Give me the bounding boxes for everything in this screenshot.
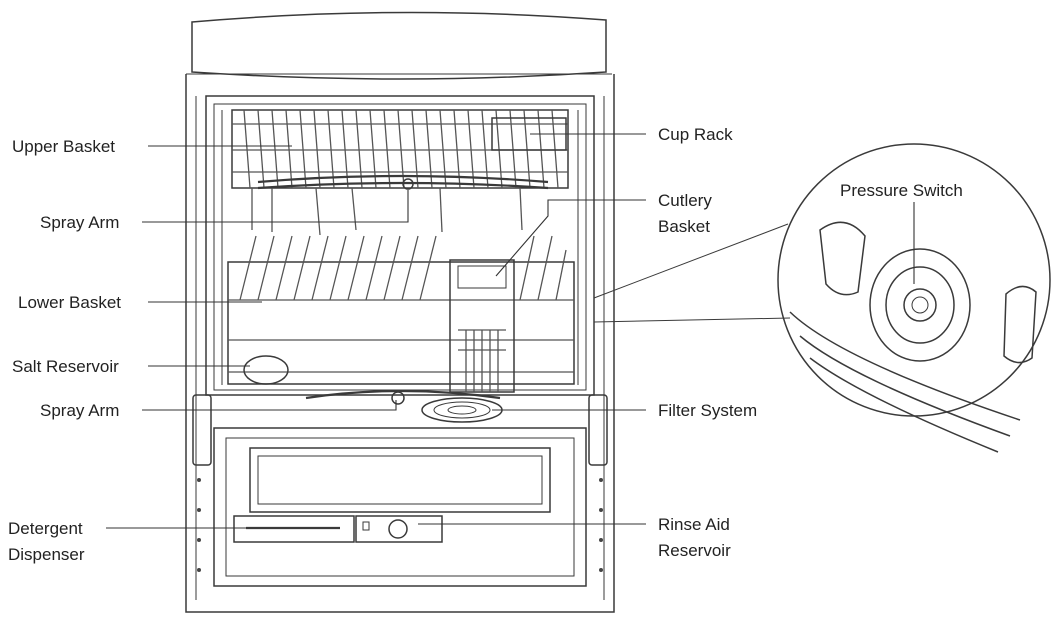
label-salt-reservoir: Salt Reservoir xyxy=(12,357,119,376)
label-detergent-line2: Dispenser xyxy=(8,545,85,564)
leader-cutlery-basket xyxy=(495,199,646,277)
detergent-dispenser xyxy=(233,515,355,543)
leader-spray-arm-upper xyxy=(142,190,409,223)
upper-spray-arm xyxy=(257,174,549,190)
label-cup-rack: Cup Rack xyxy=(658,125,733,144)
label-cutlery-line1: Cutlery xyxy=(658,191,712,210)
label-pressure-switch: Pressure Switch xyxy=(840,181,963,200)
pressure-switch-detail xyxy=(593,143,1051,453)
dishwasher-body xyxy=(185,11,615,613)
leader-spray-arm-lower xyxy=(142,400,397,411)
lower-basket xyxy=(227,235,575,393)
label-cutlery-line2: Basket xyxy=(658,217,710,236)
cutlery-basket xyxy=(449,259,515,393)
lower-spray-arm xyxy=(305,389,501,405)
label-rinse-aid-line1: Rinse Aid xyxy=(658,515,730,534)
label-lower-basket: Lower Basket xyxy=(18,293,121,312)
label-filter-system: Filter System xyxy=(658,401,757,420)
upper-basket xyxy=(231,109,569,236)
label-upper-basket: Upper Basket xyxy=(12,137,115,156)
label-rinse-aid-line2: Reservoir xyxy=(658,541,731,560)
filter-system xyxy=(421,397,503,423)
label-spray-arm-lower: Spray Arm xyxy=(40,401,119,420)
label-spray-arm-upper: Spray Arm xyxy=(40,213,119,232)
rinse-aid-reservoir xyxy=(355,515,443,543)
label-detergent-line1: Detergent xyxy=(8,519,83,538)
labels: Upper Basket Spray Arm Lower Basket Salt… xyxy=(8,125,963,564)
leader-lines xyxy=(106,133,915,529)
dishwasher-door xyxy=(213,427,587,587)
